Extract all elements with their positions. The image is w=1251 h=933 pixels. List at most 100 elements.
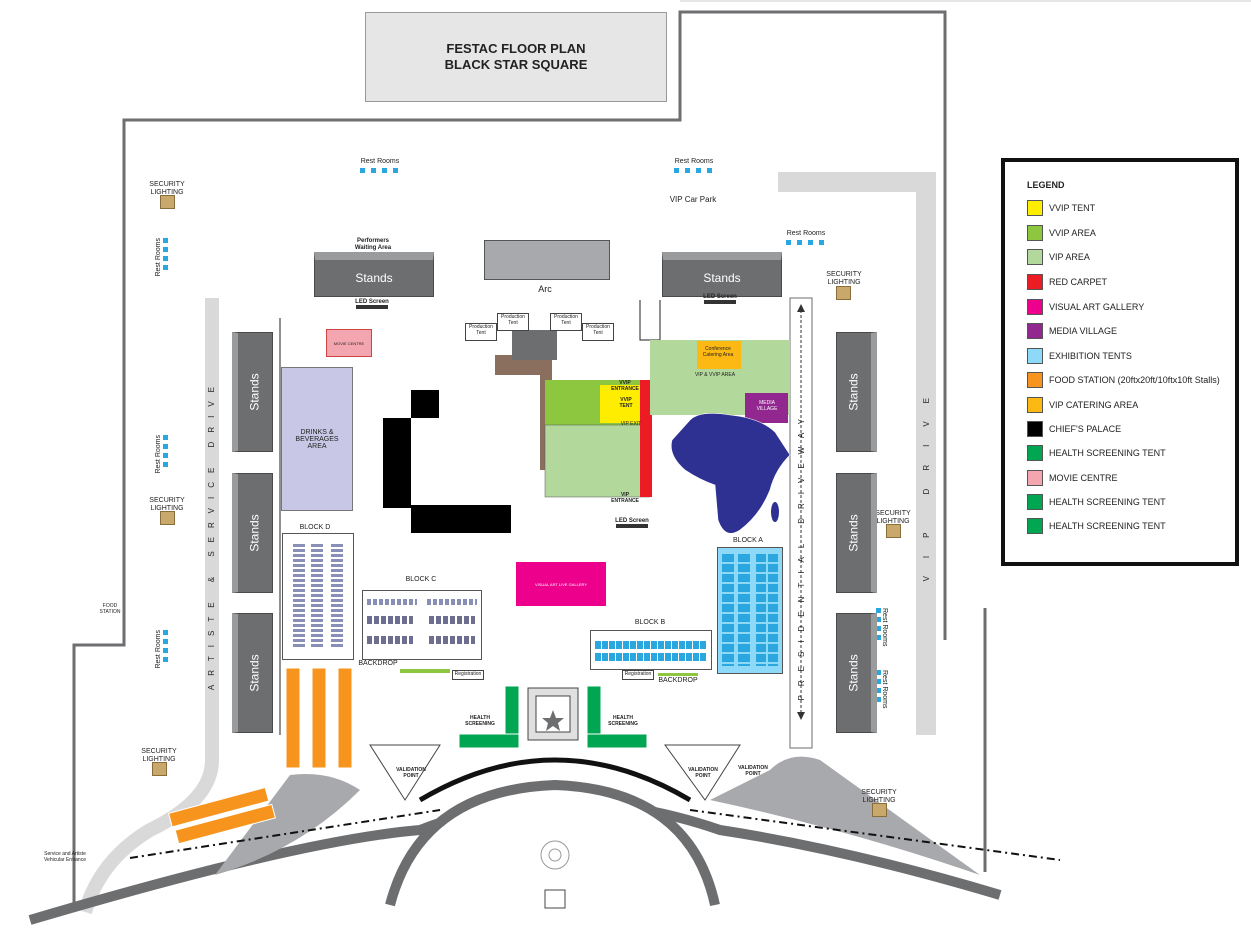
security-lighting-label-5: SECURITY LIGHTING: [875, 510, 911, 525]
legend-swatch: [1027, 397, 1043, 413]
title-box: FESTAC FLOOR PLAN BLACK STAR SQUARE: [365, 12, 667, 102]
legend-label: VVIP AREA: [1049, 228, 1096, 238]
block-c-row-4: [429, 616, 475, 624]
legend-swatch: [1027, 445, 1043, 461]
rest-rooms-label-6: Rest Rooms: [155, 630, 162, 669]
title-line2: BLACK STAR SQUARE: [444, 57, 588, 72]
led-screen-2: [704, 300, 736, 304]
legend-swatch: [1027, 348, 1043, 364]
legend-title: LEGEND: [1027, 180, 1065, 190]
title-line1: FESTAC FLOOR PLAN: [446, 41, 586, 56]
rest-rooms-label-5: Rest Rooms: [155, 435, 162, 474]
vip-exit-label: VIP EXIT: [620, 421, 642, 427]
legend-label: CHIEF'S PALACE: [1049, 424, 1122, 434]
health-screening-label-1: HEALTH SCREENING: [465, 715, 495, 727]
legend-item-visual-art: VISUAL ART GALLERY: [1027, 299, 1144, 315]
rest-rooms-6: [163, 630, 168, 662]
movie-centre: MOVIE CENTRE: [326, 329, 372, 357]
security-lighting-label-1: SECURITY LIGHTING: [149, 181, 185, 196]
stands-label: Stands: [355, 271, 393, 285]
security-light-6: [872, 803, 887, 817]
conference-label: Conference Catering Area: [702, 346, 734, 358]
security-lighting-label-4: SECURITY LIGHTING: [826, 271, 862, 286]
rest-rooms-1: [360, 168, 398, 173]
arc-stage: [484, 240, 610, 280]
legend-item-vip-area: VIP AREA: [1027, 249, 1090, 265]
led-screen-label-2: LED Screen: [703, 294, 737, 300]
vvip-entrance-label: VVIP ENTRANCE: [611, 380, 639, 392]
vip-car-park-label: VIP Car Park: [669, 195, 717, 204]
security-lighting-label-6: SECURITY LIGHTING: [861, 789, 897, 804]
legend-label: HEALTH SCREENING TENT: [1049, 497, 1166, 507]
stands-right-1: Stands: [836, 332, 877, 452]
rest-rooms-label-4: Rest Rooms: [155, 238, 162, 277]
vvip-tent-label: VVIP TENT: [619, 397, 633, 409]
security-light-3: [152, 762, 167, 776]
registration-1: Registration: [452, 670, 484, 680]
stands-top-left: Stands: [314, 252, 434, 297]
legend-swatch: [1027, 470, 1043, 486]
security-light-1: [160, 195, 175, 209]
rest-rooms-2: [674, 168, 712, 173]
validation-point-label-3: VALIDATION POINT: [738, 765, 768, 777]
legend-swatch: [1027, 518, 1043, 534]
legend-label: MEDIA VILLAGE: [1049, 326, 1118, 336]
rest-rooms-3: [786, 240, 824, 245]
security-light-2: [160, 511, 175, 525]
rest-rooms-7: [876, 608, 881, 640]
stands-top-right: Stands: [662, 252, 782, 297]
stands-left-3: Stands: [232, 613, 273, 733]
health-screening-label-2: HEALTH SCREENING: [608, 715, 638, 727]
legend-swatch: [1027, 494, 1043, 510]
led-screen-3: [616, 524, 648, 528]
stands-label: Stands: [248, 654, 263, 692]
legend-swatch: [1027, 372, 1043, 388]
legend-item-movie-centre: MOVIE CENTRE: [1027, 470, 1118, 486]
legend-swatch: [1027, 421, 1043, 437]
legend-item-chiefs-palace: CHIEF'S PALACE: [1027, 421, 1121, 437]
movie-centre-label: MOVIE CENTRE: [333, 340, 365, 346]
block-b-row-2: [595, 653, 707, 661]
legend-swatch: [1027, 323, 1043, 339]
block-d: [282, 533, 354, 660]
block-c-row-3: [367, 616, 413, 624]
security-light-5: [886, 524, 901, 538]
block-d-seats-3: [331, 544, 343, 649]
block-b-label: BLOCK B: [634, 619, 666, 626]
legend-item-vvip-area: VVIP AREA: [1027, 225, 1096, 241]
block-d-seats-2: [311, 544, 323, 649]
legend-label: HEALTH SCREENING TENT: [1049, 448, 1166, 458]
legend: LEGEND VVIP TENT VVIP AREA VIP AREA RED …: [1001, 158, 1239, 566]
backdrop-label-2: BACKDROP: [658, 677, 698, 684]
stands-left-2: Stands: [232, 473, 273, 593]
block-b: [590, 630, 712, 670]
block-a-col-3: [756, 554, 766, 666]
legend-label: HEALTH SCREENING TENT: [1049, 521, 1166, 531]
led-screen-label-1: LED Screen: [355, 299, 389, 305]
production-tent-4: Production Tent: [582, 323, 614, 341]
stands-right-3: Stands: [836, 613, 877, 733]
stands-right-2: Stands: [836, 473, 877, 593]
stands-left-1: Stands: [232, 332, 273, 452]
artiste-drive-label: ARTISTE & SERVICE DRIVE: [207, 378, 216, 691]
block-c-row-6: [429, 636, 475, 644]
production-tent-3: Production Tent: [550, 313, 582, 331]
backdrop-1: [400, 669, 450, 673]
performers-area-label: Performers Waiting Area: [354, 238, 392, 251]
presidential-driveway-label: PRESIDENTIAL DRIVEWAY: [797, 410, 806, 701]
block-a-col-1: [722, 554, 734, 666]
legend-swatch: [1027, 200, 1043, 216]
visual-art-gallery: VISUAL ART LIVE GALLERY: [516, 562, 606, 606]
drinks-area: DRINKS & BEVERAGES AREA: [281, 367, 353, 511]
legend-item-vip-catering: VIP CATERING AREA: [1027, 397, 1138, 413]
rest-rooms-5: [163, 435, 168, 467]
stands-label: Stands: [847, 654, 862, 692]
stands-label: Stands: [248, 373, 263, 411]
legend-item-food-station: FOOD STATION (20ftx20ft/10ftx10ft Stalls…: [1027, 372, 1220, 388]
stands-label: Stands: [847, 373, 862, 411]
legend-item-media-village: MEDIA VILLAGE: [1027, 323, 1117, 339]
legend-item-red-carpet: RED CARPET: [1027, 274, 1107, 290]
validation-point-label-2: VALIDATION POINT: [688, 767, 718, 779]
block-c: [362, 590, 482, 660]
